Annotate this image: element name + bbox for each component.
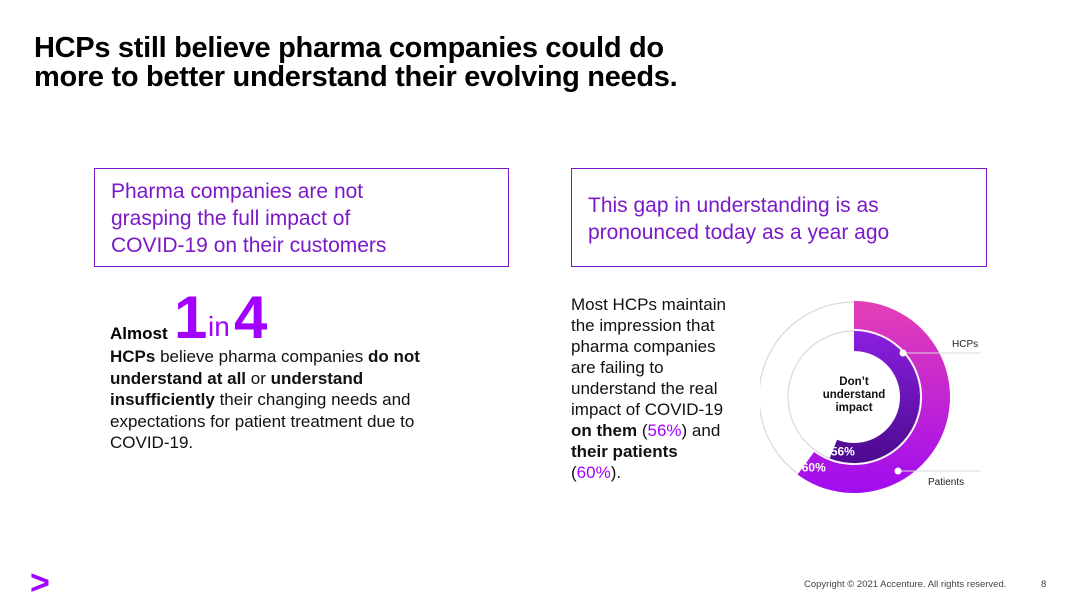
mid-line-9: (60%). — [571, 462, 751, 483]
patients-arc — [797, 301, 950, 493]
left-callout-line-1: Pharma companies are not — [111, 180, 364, 203]
mid-pct-56: 56% — [647, 421, 682, 440]
right-callout-line-1: This gap in understanding is as — [588, 194, 879, 217]
mid-paren-close-2: ). — [610, 463, 622, 482]
accenture-logo-icon: > — [30, 564, 50, 602]
mid-line-5: understand the real — [571, 379, 718, 398]
mid-line-7: on them (56%) and — [571, 420, 751, 441]
mid-paren-open: ( — [637, 421, 648, 440]
hcps-legend-label: HCPs — [952, 339, 978, 350]
stat-number-1: 1 — [174, 284, 208, 351]
center-label-line-2: understand — [823, 389, 886, 401]
copyright-text: Copyright © 2021 Accenture. All rights r… — [804, 579, 1007, 590]
mid-paren-open-2: ( — [571, 463, 577, 482]
page-title-line-1: HCPs still believe pharma companies coul… — [34, 32, 664, 64]
hcp-impression-text: Most HCPs maintain the impression that p… — [571, 294, 751, 483]
mid-line-6: impact of COVID-19 — [571, 400, 724, 419]
mid-their-patients: their patients — [571, 442, 678, 461]
mid-line-8: their patients — [571, 441, 751, 462]
mid-line-3: pharma companies — [571, 337, 716, 356]
stat-almost: Almost — [110, 324, 168, 343]
right-callout-line-2: pronounced today as a year ago — [588, 221, 890, 244]
patients-legend-label: Patients — [928, 477, 964, 488]
center-label-line-3: impact — [835, 402, 872, 414]
stat-text-3: their changing needs and expectations fo… — [110, 390, 415, 452]
stat-description: HCPs believe pharma companies do not und… — [110, 346, 470, 454]
mid-pct-60: 60% — [576, 463, 611, 482]
stat-bold-2: understand insufficiently — [110, 368, 364, 410]
stat-text-1: believe pharma companies — [155, 347, 368, 366]
mid-on-them: on them — [571, 421, 638, 440]
left-callout-line-3: COVID-19 on their customers — [111, 234, 387, 257]
stat-text-2: or — [246, 368, 271, 388]
patients-leader-dot — [894, 467, 902, 475]
left-callout-box: Pharma companies are not grasping the fu… — [94, 168, 509, 267]
page-title-line-2: more to better understand their evolving… — [34, 61, 678, 93]
mid-paren-close: ) and — [681, 421, 721, 440]
hcps-value-label: 56% — [831, 444, 855, 458]
patients-value-label: 60% — [802, 460, 826, 474]
stat-hcps: HCPs — [110, 347, 156, 366]
stat-number-4: 4 — [234, 284, 268, 351]
mid-line-1: Most HCPs maintain — [571, 295, 726, 314]
center-label-line-1: Don’t — [839, 376, 869, 388]
stat-in: in — [208, 311, 230, 342]
stat-bold-1: do not understand at all — [110, 347, 420, 388]
donut-center-hole — [808, 351, 900, 443]
right-callout-box: This gap in understanding is as pronounc… — [571, 168, 987, 267]
page-title: HCPs still believe pharma companies coul… — [34, 34, 934, 92]
left-callout-line-2: grasping the full impact of — [111, 207, 351, 230]
mid-line-2: the impression that — [571, 316, 715, 335]
mid-line-4: are failing to — [571, 358, 664, 377]
page-number: 8 — [1041, 579, 1047, 590]
hcps-leader-dot — [899, 349, 907, 357]
stat-headline: Almost 1 in 4 — [110, 284, 470, 351]
one-in-four-stat: Almost 1 in 4 HCPs believe pharma compan… — [110, 286, 470, 454]
